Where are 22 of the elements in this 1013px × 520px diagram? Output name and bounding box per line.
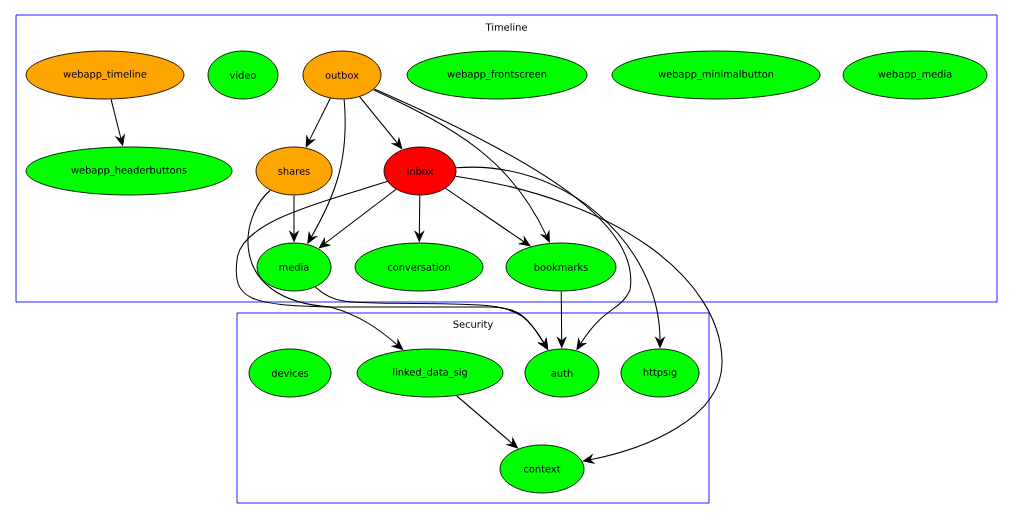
arrow [455,175,723,465]
ellipse-node: video [207,50,279,100]
arrow [305,97,331,148]
ellipse-node: devices [248,348,332,398]
arrow [318,188,397,249]
ellipse-node: media [256,242,332,292]
arrow [359,96,403,150]
ellipse-node: auth [524,348,600,398]
ellipse-node: webapp_timeline [25,50,185,100]
ellipse-node: linked_data_sig [356,348,504,398]
ellipse-node: shares [255,146,333,196]
ellipse-node: webapp_media [842,50,988,100]
ellipse-node: bookmarks [505,242,617,292]
ellipse-node: conversation [354,242,484,292]
ellipse-node: webapp_headerbuttons [25,146,233,196]
ellipse-node: webapp_minimalbutton [611,50,821,100]
ellipse-node: outbox [302,50,382,100]
arrow [445,187,531,247]
ellipse-node: webapp_frontscreen [406,50,588,100]
ellipse-node: httpsig [620,348,700,398]
ellipse-node: inbox [383,146,457,196]
ellipse-node: context [499,444,585,494]
